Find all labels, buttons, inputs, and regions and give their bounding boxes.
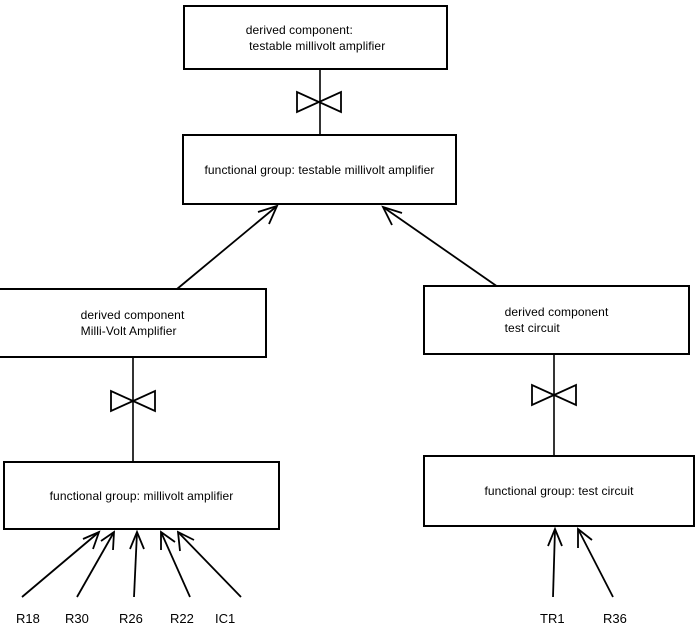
connector-derived-testable-to-fg-testable: [296, 70, 342, 134]
leaf-label-ic1: IC1: [215, 611, 236, 626]
connector-r36-to-fg-testcircuit: [577, 527, 614, 598]
node-label: derived component Milli-Volt Amplifier: [80, 308, 185, 338]
open-arrowhead-icon-right-up: [381, 205, 403, 226]
connector-derived-testcircuit-to-fg-testcircuit: [531, 355, 577, 455]
node-fg-millivolt-amplifier[interactable]: functional group: millivolt amplifier: [3, 461, 280, 530]
open-arrowhead-icon-left-up: [257, 204, 279, 225]
connector-tr1-to-fg-testcircuit: [547, 526, 563, 598]
bowtie-icon-right: [531, 383, 577, 407]
connector-r22-to-fg-mva: [160, 530, 191, 598]
node-fg-test-circuit[interactable]: functional group: test circuit: [423, 455, 695, 527]
leaf-label-r30: R30: [65, 611, 89, 626]
connector-r26-to-fg-mva: [129, 529, 145, 598]
connector-r18-to-fg-mva: [21, 530, 101, 598]
connector-derived-testcircuit-to-fg-testable: [381, 205, 499, 288]
node-fg-testable-millivolt-amplifier[interactable]: functional group: testable millivolt amp…: [182, 134, 457, 205]
connector-derived-mva-to-fg-testable: [176, 204, 279, 290]
leaf-label-r36: R36: [603, 611, 627, 626]
leaf-label-r18: R18: [16, 611, 40, 626]
node-derived-test-circuit[interactable]: derived component test circuit: [423, 285, 690, 355]
leaf-label-r22: R22: [170, 611, 194, 626]
node-label: functional group: test circuit: [484, 484, 634, 498]
leaf-label-tr1: TR1: [540, 611, 565, 626]
node-label: functional group: testable millivolt amp…: [204, 162, 435, 177]
node-label: functional group: millivolt amplifier: [49, 488, 234, 503]
connector-derived-mva-to-fg-mva: [110, 358, 156, 461]
node-derived-testable-millivolt-amplifier[interactable]: derived component: testable millivolt am…: [183, 5, 448, 70]
bowtie-icon-top: [296, 90, 342, 114]
connector-ic1-to-fg-mva: [176, 530, 242, 598]
node-label: derived component test circuit: [504, 305, 609, 335]
node-derived-milli-volt-amplifier[interactable]: derived component Milli-Volt Amplifier: [0, 288, 267, 358]
leaf-label-r26: R26: [119, 611, 143, 626]
bowtie-icon-left: [110, 389, 156, 413]
node-label: derived component: testable millivolt am…: [245, 22, 386, 53]
connector-r30-to-fg-mva: [76, 530, 116, 598]
